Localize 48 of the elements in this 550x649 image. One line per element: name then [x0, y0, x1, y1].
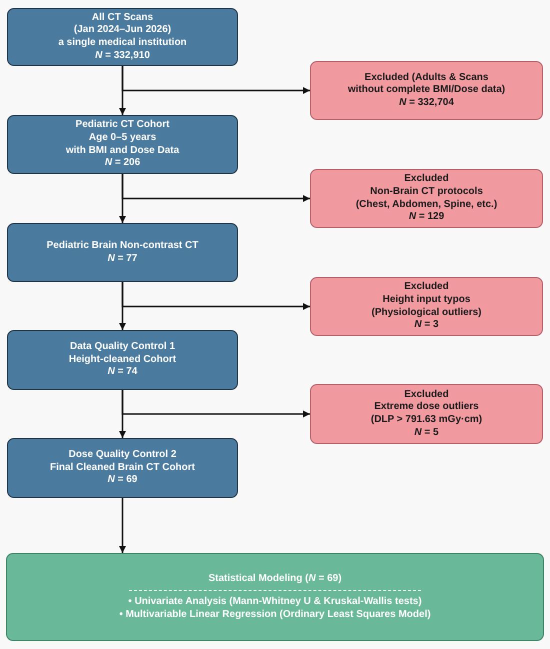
analysis-box — [6, 553, 544, 641]
box-text: N = 3 — [414, 319, 439, 332]
box-text: (Jan 2024–Jun 2026) — [74, 24, 172, 37]
box-text: N = 77 — [108, 252, 138, 266]
box-text: Pediatric CT Cohort — [76, 119, 170, 132]
process-box — [7, 330, 238, 390]
box-text: Pediatric Brain Non-contrast CT — [46, 240, 198, 252]
box-text: N = 5 — [414, 426, 439, 440]
box-text: Age 0–5 years — [88, 132, 156, 144]
process-box — [7, 438, 238, 498]
process-box — [7, 8, 238, 66]
box-text: All CT Scans — [92, 12, 154, 24]
box-text: Height-cleaned Cohort — [68, 354, 176, 366]
box-text: • Multivariable Linear Regression (Ordinary Least Squares Model) — [119, 608, 431, 622]
box-text: N = 74 — [108, 366, 138, 379]
box-text: Data Quality Control 1 — [70, 341, 175, 354]
arrow — [122, 390, 310, 418]
box-text: Excluded (Adults & Scans without complete BMI/Dose data) — [348, 72, 506, 97]
process-box — [7, 115, 238, 174]
box-text: with BMI and Dose Data — [66, 144, 180, 158]
arrow — [122, 66, 310, 94]
box-text: N = 206 — [104, 157, 140, 170]
box-text: N = 69 — [108, 474, 138, 487]
box-text: N = 332,704 — [399, 96, 454, 110]
exclusion-box — [310, 277, 543, 336]
box-text: Dose Quality Control 2 — [68, 449, 176, 462]
box-text: (Chest, Abdomen, Spine, etc.) — [356, 198, 498, 212]
box-text: Excluded — [404, 388, 449, 402]
box-text: Non-Brain CT protocols — [370, 186, 483, 198]
box-text: Height input typos — [382, 294, 470, 306]
process-box — [7, 223, 238, 282]
box-text: Statistical Modeling (N = 69) — [208, 572, 342, 586]
exclusion-box — [310, 61, 543, 120]
box-text: Excluded — [404, 281, 449, 294]
box-text: N = 129 — [408, 211, 444, 224]
exclusion-box — [310, 169, 543, 228]
box-text: Excluded — [404, 173, 449, 186]
exclusion-box — [310, 384, 543, 444]
arrow — [122, 282, 310, 310]
box-text: Final Cleaned Brain CT Cohort — [50, 462, 195, 474]
box-text: Extreme dose outliers — [374, 401, 479, 414]
box-text: (DLP > 791.63 mGy·cm) — [370, 414, 482, 427]
box-text: • Univariate Analysis (Mann-Whitney U & Kruskal-Wallis tests) — [128, 596, 422, 609]
box-text: a single medical institution — [58, 37, 187, 50]
arrow — [122, 174, 310, 202]
box-text: (Physiological outliers) — [371, 306, 482, 320]
box-text: N = 332,910 — [95, 50, 150, 62]
arrow — [119, 498, 126, 553]
